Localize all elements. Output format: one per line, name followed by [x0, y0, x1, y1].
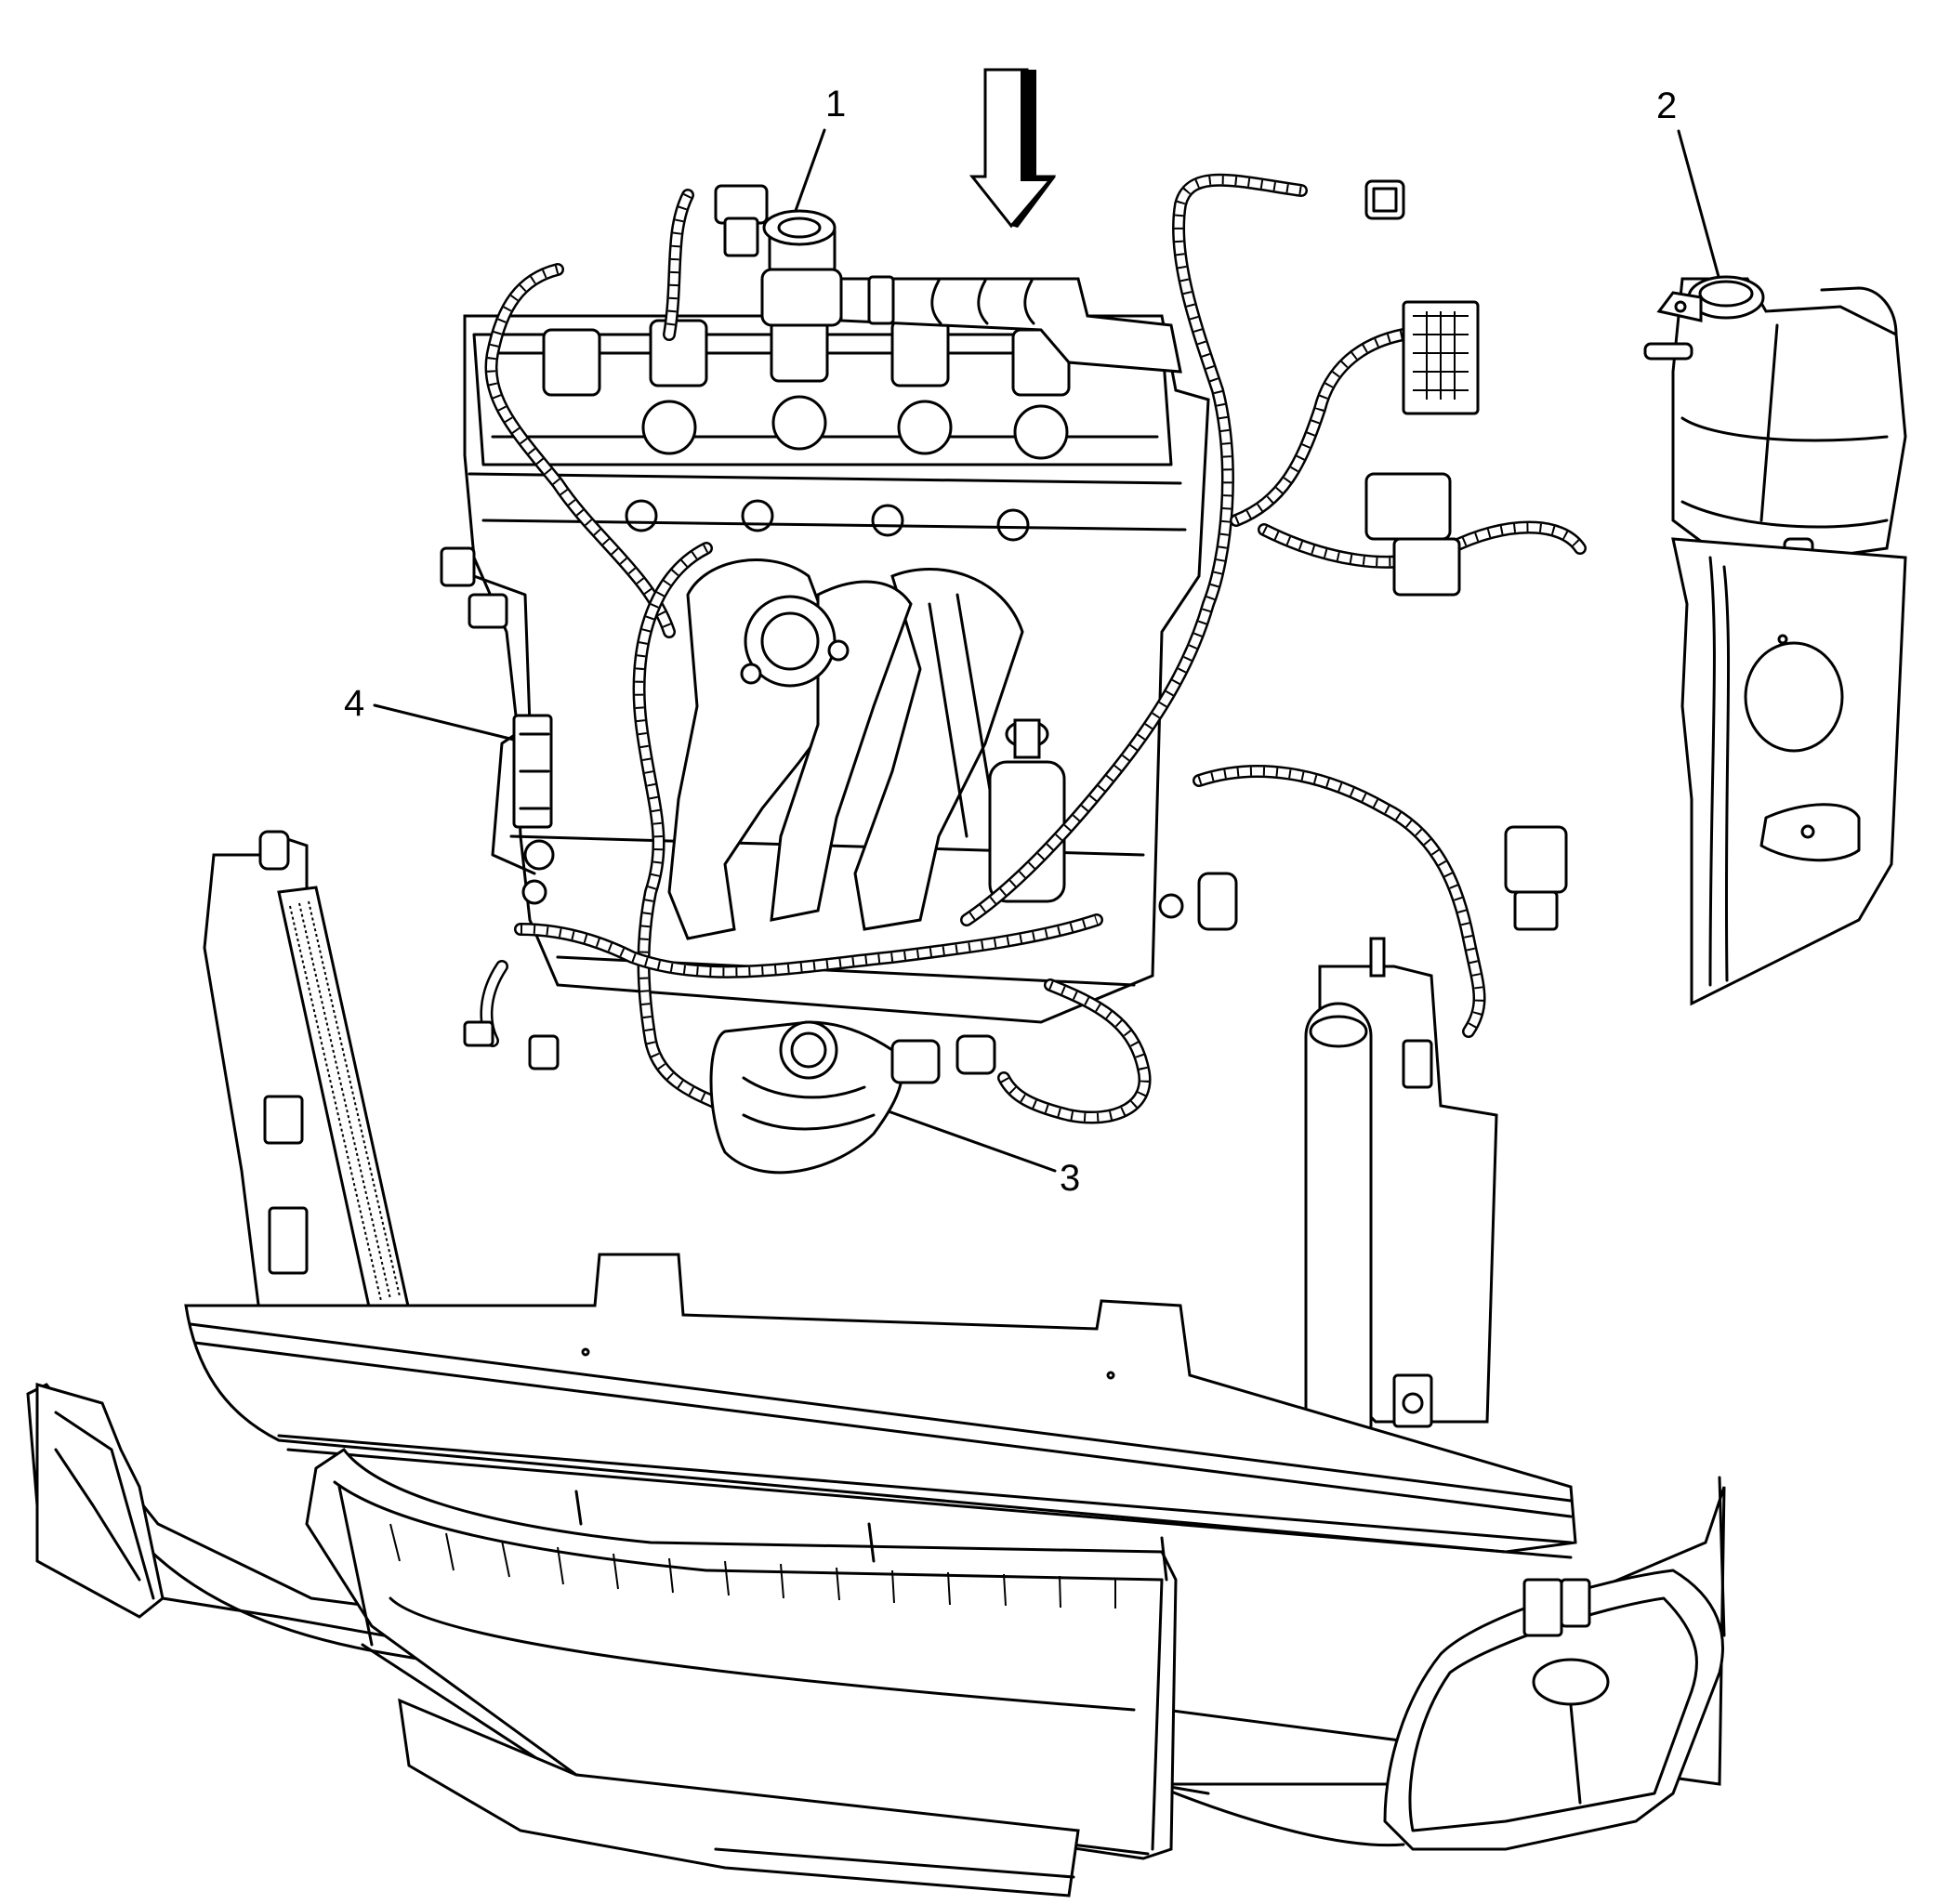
oil-filter-housing — [988, 760, 1066, 903]
throttle-body-component-3 — [709, 1020, 941, 1175]
radiator-left-tank — [203, 830, 411, 1321]
callout-2: 2 — [1656, 85, 1678, 126]
coolant-reservoir-component-2 — [1643, 275, 1907, 1006]
reservoir-hose-nipple — [1643, 342, 1693, 361]
intake-manifold — [667, 558, 1066, 940]
callout-leaders — [373, 128, 1722, 1173]
right-fog-lamp — [1383, 1476, 1726, 1851]
purge-valve-component-1 — [714, 184, 843, 327]
down-arrow-icon — [968, 68, 1057, 229]
ignition-coil-towers — [542, 314, 1071, 460]
radiator-end-tank-cylinder — [1304, 1002, 1373, 1461]
callout-3-leader — [884, 1109, 1057, 1173]
wiring-harness — [480, 173, 1587, 1124]
connector-top-right — [1364, 179, 1405, 220]
radiator-core-support — [184, 1253, 1577, 1559]
callout-4-leader — [373, 703, 516, 742]
connector-o2 — [1197, 872, 1238, 931]
callout-2-leader — [1677, 129, 1722, 285]
connector-right — [1504, 825, 1568, 894]
radiator-right-tank — [1304, 937, 1498, 1461]
electrical-connectors — [440, 179, 1568, 1075]
bracket-component-4 — [512, 714, 553, 829]
connector-mid-right — [1364, 472, 1452, 541]
callout-4: 4 — [344, 683, 365, 724]
grille — [305, 1447, 1178, 1897]
callout-3: 3 — [1060, 1158, 1081, 1199]
upper-hose — [839, 275, 1182, 374]
deflector-hole — [1744, 641, 1844, 753]
connector-lower-left — [528, 1034, 560, 1070]
callout-1-leader — [791, 128, 826, 220]
callout-1: 1 — [825, 84, 847, 125]
left-fog-lamp — [35, 1383, 165, 1619]
connector-lower-mid — [955, 1034, 996, 1075]
